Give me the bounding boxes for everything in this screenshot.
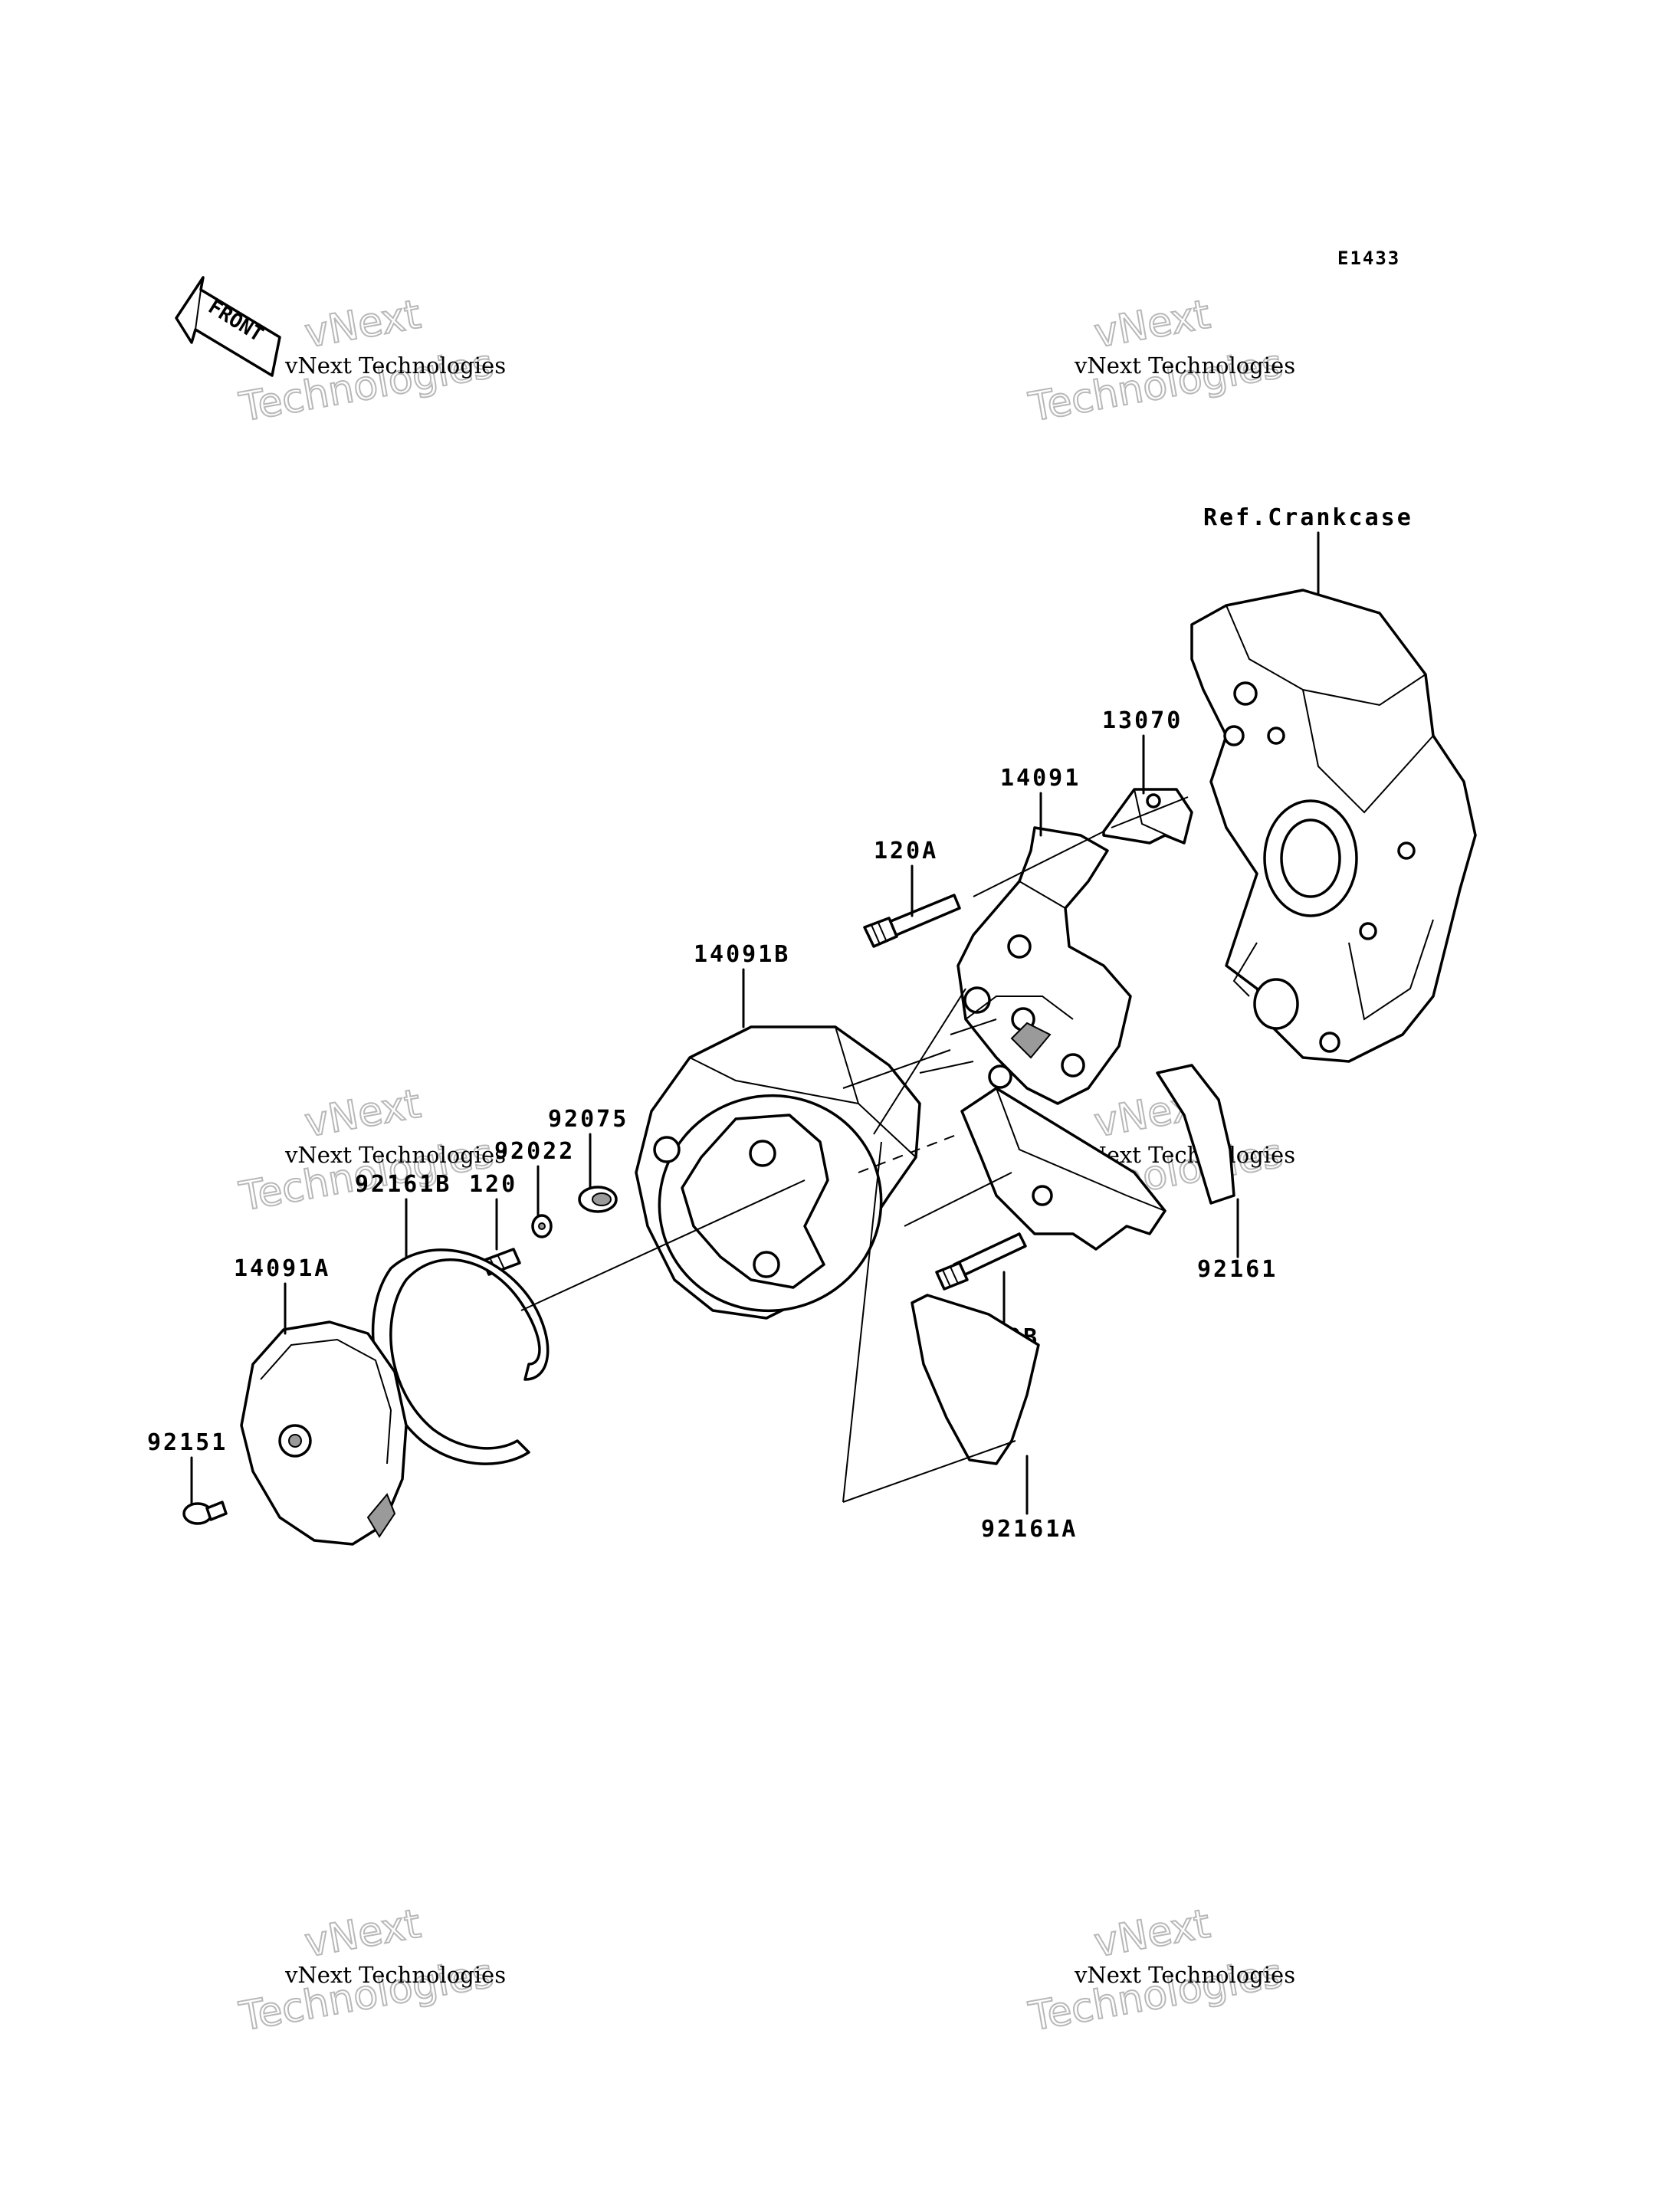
screw-92151-part bbox=[182, 1501, 228, 1525]
assembly-guide-lines bbox=[520, 796, 1189, 1503]
watermark-text-top-left: vNext Technologies bbox=[284, 353, 506, 379]
bracket-13070-part bbox=[1102, 788, 1193, 845]
callout-14091B: 14091B bbox=[694, 941, 790, 968]
svg-text:vNext: vNext bbox=[301, 292, 424, 357]
cover-14091B-part bbox=[635, 1025, 921, 1320]
seal-92161B-part bbox=[371, 1248, 550, 1465]
callout-14091A: 14091A bbox=[234, 1255, 330, 1282]
pad-92161A-part bbox=[911, 1294, 1040, 1465]
pad-92161-part bbox=[1156, 1064, 1235, 1205]
bracket-lower-part bbox=[960, 1087, 1166, 1251]
watermark-text-mid-left: vNext Technologies bbox=[284, 1142, 506, 1168]
grommet-92075-part bbox=[578, 1186, 618, 1213]
callout-14091: 14091 bbox=[1000, 765, 1081, 792]
watermark-text-top-right: vNext Technologies bbox=[1074, 353, 1295, 379]
washer-92022-part bbox=[531, 1214, 553, 1238]
watermark-text-bottom-right: vNext Technologies bbox=[1074, 1962, 1295, 1988]
callout-120A: 120A bbox=[874, 838, 938, 864]
callout-92151: 92151 bbox=[147, 1429, 228, 1456]
cover-14091A-part bbox=[240, 1320, 408, 1546]
bolt-120A-part bbox=[863, 894, 961, 948]
svg-text:vNext: vNext bbox=[1091, 292, 1213, 357]
callout-120: 120 bbox=[469, 1171, 517, 1198]
callout-92161B: 92161B bbox=[355, 1171, 451, 1198]
watermark-text-bottom-left: vNext Technologies bbox=[284, 1962, 506, 1988]
front-arrow-icon: FRONT bbox=[175, 276, 281, 377]
callout-92075: 92075 bbox=[548, 1106, 628, 1133]
svg-text:vNext: vNext bbox=[301, 1081, 424, 1146]
callout-92161A: 92161A bbox=[981, 1516, 1078, 1543]
reference-label: Ref.Crankcase bbox=[1203, 504, 1413, 531]
callout-13070: 13070 bbox=[1102, 707, 1183, 734]
callout-92161: 92161 bbox=[1197, 1256, 1278, 1283]
svg-text:vNext: vNext bbox=[1091, 1901, 1213, 1966]
svg-text:vNext: vNext bbox=[301, 1901, 424, 1966]
plate-14091-part bbox=[956, 826, 1132, 1105]
callout-92022: 92022 bbox=[494, 1138, 575, 1165]
bolt-120B-part bbox=[935, 1232, 1027, 1291]
crankcase-part bbox=[1190, 589, 1477, 1063]
diagram-code: E1433 bbox=[1337, 248, 1400, 269]
